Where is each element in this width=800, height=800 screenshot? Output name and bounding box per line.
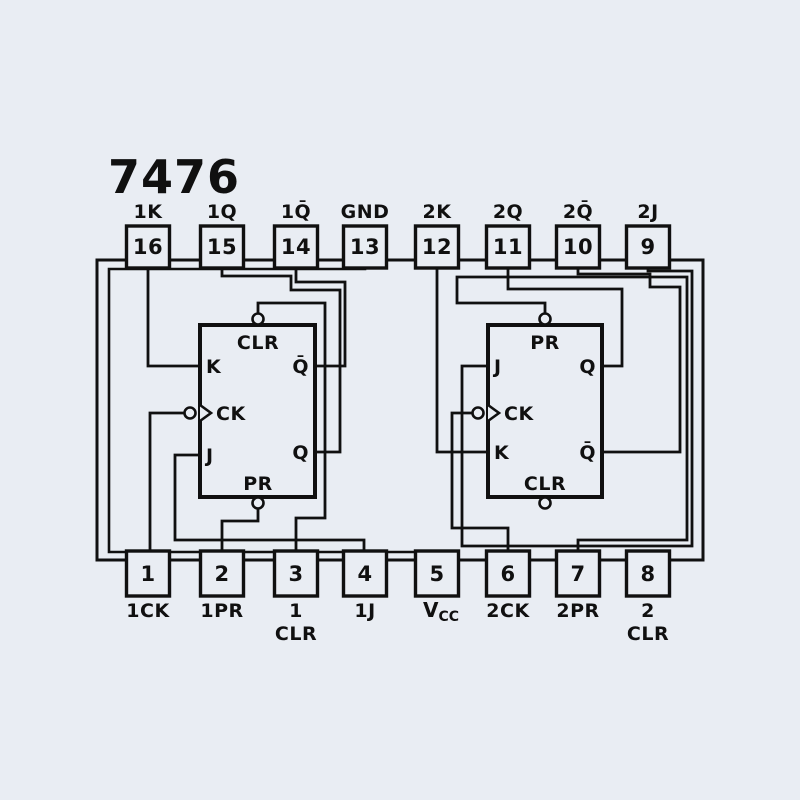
pin-5 (413, 549, 461, 598)
ff2-bottom-control-label: CLR (524, 473, 566, 495)
pin-5-label: VCC (423, 598, 459, 625)
ff2-output-0-label: Q (579, 356, 596, 378)
wire-1k (146, 268, 199, 368)
wire-1clr (256, 301, 327, 551)
ff1-output-0-label: Q̄ (292, 355, 309, 378)
ff1-bottom-bubble-icon (251, 496, 265, 510)
pin-4-number: 4 (357, 562, 372, 586)
pin-3-number: 3 (288, 562, 303, 586)
pin-12-label: 2K (423, 201, 453, 223)
wire-2qbar (576, 268, 682, 454)
pin-9 (624, 224, 672, 270)
chip-outline (95, 258, 705, 562)
pin-15-label: 1Q (207, 201, 237, 223)
ff2-port-k-label: K (494, 442, 510, 464)
pin-7-label: 2PR (556, 600, 599, 622)
ff2-clock-triangle-icon (487, 403, 502, 423)
pin-9-number: 9 (640, 235, 655, 259)
wire-2pr (455, 275, 689, 551)
pin-16-number: 16 (133, 235, 163, 259)
ff1-output-1-label: Q (292, 442, 309, 464)
ff1-top-control-label: CLR (237, 332, 279, 354)
pin-14 (272, 224, 320, 270)
pin-4-label: 1J (354, 600, 375, 622)
pin-3-label: 1 (289, 600, 303, 622)
pin-6-label: 2CK (486, 600, 530, 622)
pin-13 (341, 224, 389, 270)
ff1-port-j-label: J (204, 445, 214, 467)
ff2-bottom-bubble-icon (538, 496, 552, 510)
pin-9-label: 2J (637, 201, 658, 223)
ff1-top-bubble-icon (251, 312, 265, 326)
wire-1pr (220, 509, 260, 551)
pin-2-label: 1PR (200, 600, 243, 622)
pin-11 (484, 224, 532, 270)
pin-3 (272, 549, 320, 598)
pin-12-number: 12 (422, 235, 452, 259)
pin-15-number: 15 (207, 235, 237, 259)
pin-7-number: 7 (570, 562, 585, 586)
pin-4 (341, 549, 389, 598)
pin-8-number: 8 (640, 562, 655, 586)
pin-8-label: 2 (641, 600, 655, 622)
pin-7 (554, 549, 602, 598)
ff1-port-ck-label: CK (216, 403, 246, 425)
ff1-bottom-control-label: PR (243, 473, 273, 495)
ff2-output-1-label: Q̄ (579, 441, 596, 464)
chip-title: 7476 (108, 150, 241, 204)
pin-2-number: 2 (214, 562, 229, 586)
wire-1j (173, 453, 366, 551)
wire-1ck (148, 411, 184, 551)
wire-2ck (450, 411, 510, 551)
pin-16-label: 1K (134, 201, 164, 223)
pin-15 (198, 224, 246, 270)
pin-10 (554, 224, 602, 270)
ff1-clock-bubble-icon (183, 406, 197, 420)
pin-6 (484, 549, 532, 598)
pin-12 (413, 224, 461, 270)
pin-1 (124, 549, 172, 598)
pin-13-number: 13 (350, 235, 380, 259)
ff2-top-control-label: PR (530, 332, 560, 354)
wire-1q (220, 268, 342, 454)
pin-2 (198, 549, 246, 598)
pin-11-number: 11 (493, 235, 523, 259)
ff2-port-j-label: J (492, 356, 502, 378)
ff2-clock-bubble-icon (471, 406, 485, 420)
pin-16 (124, 224, 172, 270)
pin-10-label: 2Q̄ (563, 200, 593, 223)
pin-11-label: 2Q (493, 201, 523, 223)
ff2-port-ck-label: CK (504, 403, 534, 425)
pin-8-label-line2: CLR (627, 623, 669, 645)
pin-1-label: 1CK (126, 600, 170, 622)
pin-8 (624, 549, 672, 598)
ff1-clock-triangle-icon (199, 403, 214, 423)
pin-1-number: 1 (140, 562, 155, 586)
pin-14-number: 14 (281, 235, 311, 259)
wire-2q (506, 268, 624, 368)
wire-2j (460, 268, 694, 548)
pin-13-label: GND (341, 201, 390, 223)
ff2-top-bubble-icon (538, 312, 552, 326)
wire-1qbar (294, 268, 347, 368)
wire-2k (435, 268, 487, 454)
pin-5-number: 5 (429, 562, 444, 586)
pin-14-label: 1Q̄ (281, 200, 311, 223)
ff1-port-k-label: K (206, 356, 222, 378)
pin-3-label-line2: CLR (275, 623, 317, 645)
pin-10-number: 10 (563, 235, 593, 259)
pin-6-number: 6 (500, 562, 515, 586)
